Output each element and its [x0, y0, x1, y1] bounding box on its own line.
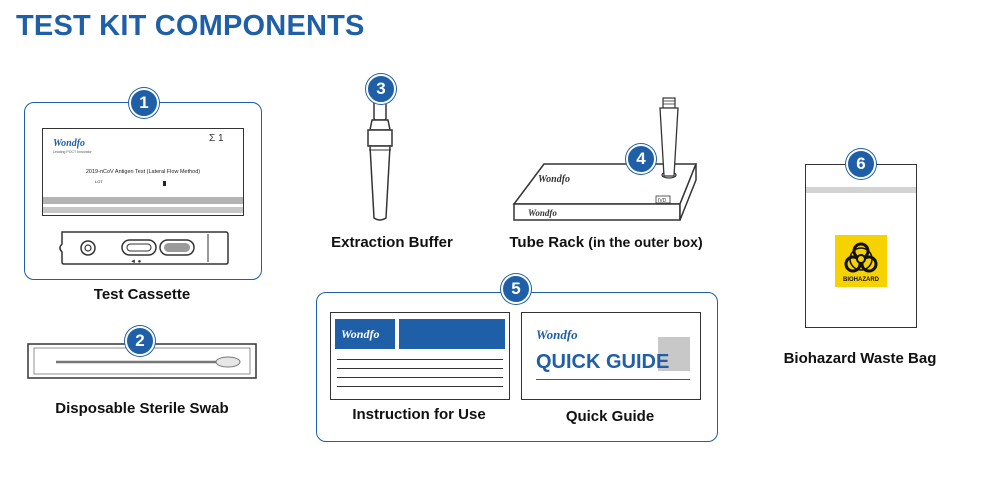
quick-guide-brand: Wondfo	[536, 327, 578, 342]
cassette-tagline: Leading POCT Innovator	[53, 150, 92, 154]
badge-2: 2	[125, 326, 155, 356]
cassette-brand-logo: Wondfo	[53, 138, 86, 149]
page-title: TEST KIT COMPONENTS	[16, 10, 365, 42]
instruction-logo-block: Wondfo	[335, 319, 395, 349]
instruction-line-1	[337, 359, 503, 360]
bag-seal-strip	[806, 187, 916, 193]
buffer-caption: Extraction Buffer	[331, 234, 453, 251]
cassette-card: Wondfo Leading POCT Innovator Σ 1 2019-n…	[42, 128, 244, 216]
biohazard-label: BIOHAZARD	[835, 235, 887, 287]
rack-ivd: IVD	[658, 198, 667, 204]
cassette-test-name: 2019-nCoV Antigen Test (Lateral Flow Met…	[85, 169, 201, 175]
swab-caption: Disposable Sterile Swab	[55, 400, 229, 417]
instruction-line-3	[337, 377, 503, 378]
svg-text:◄ ●: ◄ ●	[130, 259, 142, 265]
tube-rack-caption: Tube Rack (in the outer box)	[496, 234, 716, 251]
lot-label: LOT	[95, 179, 103, 184]
lot-mark	[163, 181, 166, 186]
instruction-header-bar	[399, 319, 505, 349]
tube-rack-label: Tube Rack	[509, 234, 585, 251]
cassette-gray-band-2	[43, 207, 243, 213]
badge-6: 6	[846, 149, 876, 179]
instruction-leaflet: Wondfo	[330, 312, 510, 400]
cassette-gray-band	[43, 197, 243, 204]
rack-brand-top: Wondfo	[538, 174, 570, 185]
biohazard-bag: BIOHAZARD	[805, 164, 917, 328]
quick-guide-underline	[536, 379, 690, 380]
quick-guide-caption: Quick Guide	[565, 408, 655, 425]
badge-4: 4	[626, 144, 656, 174]
instruction-line-2	[337, 368, 503, 369]
instruction-caption: Instruction for Use	[352, 406, 486, 423]
sigma-symbol: Σ 1	[209, 133, 224, 144]
badge-1: 1	[129, 88, 159, 118]
instruction-line-4	[337, 386, 503, 387]
buffer-tube	[367, 91, 393, 221]
biohazard-caption: Biohazard Waste Bag	[783, 350, 937, 367]
rack-brand-front: Wondfo	[528, 208, 557, 218]
badge-3: 3	[366, 74, 396, 104]
cassette-caption: Test Cassette	[93, 286, 191, 303]
biohazard-text: BIOHAZARD	[843, 277, 879, 283]
quick-guide-gray-square	[658, 337, 690, 371]
tube-rack-note: (in the outer box)	[588, 234, 703, 250]
cassette-device: ◄ ●	[59, 231, 229, 265]
tube-rack: Wondfo Wondfo IVD	[512, 97, 698, 221]
instruction-brand: Wondfo	[341, 327, 380, 341]
badge-5: 5	[501, 274, 531, 304]
quick-guide-heading: QUICK GUIDE	[536, 351, 670, 373]
biohazard-icon	[844, 242, 878, 273]
quick-guide-card: Wondfo QUICK GUIDE	[521, 312, 701, 400]
